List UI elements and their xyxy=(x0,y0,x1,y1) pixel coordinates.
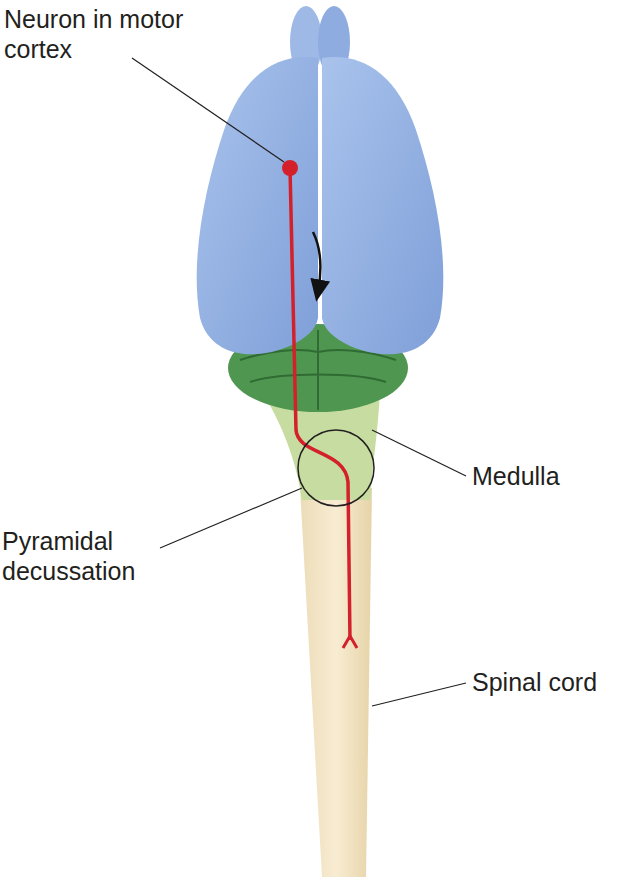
corticospinal-axon xyxy=(290,168,350,640)
decussation-circle xyxy=(298,430,374,506)
structure-label: Neuron in motor cortex xyxy=(4,4,189,64)
structure-label: Spinal cord xyxy=(472,667,632,697)
left-hemisphere xyxy=(197,57,318,354)
neuron-soma xyxy=(282,160,298,176)
right-hemisphere xyxy=(322,57,443,354)
leader-lines xyxy=(132,58,466,706)
structure-label: Medulla xyxy=(472,461,632,491)
direction-arrow xyxy=(313,232,321,292)
structure-label: Pyramidal decussation xyxy=(2,526,187,586)
spinal-cord-shape xyxy=(300,488,372,877)
